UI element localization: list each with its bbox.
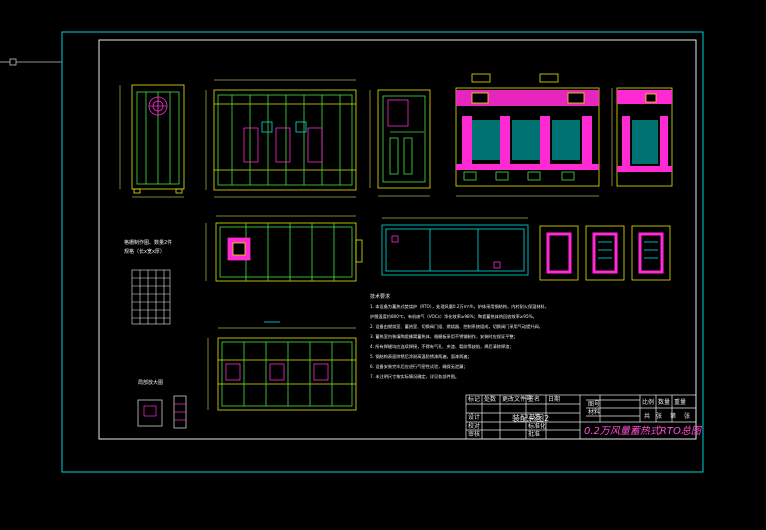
tb-sheets-unit-1: 张: [656, 412, 662, 420]
tb-quantity-label: 数量: [658, 398, 670, 406]
notes-line: 7. 未注明尺寸按实际情况确定，详见各部件图。: [370, 373, 459, 380]
notes-line: 5. 钢结构表面除锈后涂耐高温防锈漆两遍，面漆两遍；: [370, 353, 472, 360]
detail-view-label: 局部放大图: [138, 379, 163, 386]
notes-line: 4. 所有焊缝均应连续焊接，不得有气孔、夹渣、裂纹等缺陷，焊后清除焊渣；: [370, 343, 514, 350]
tb-role-process: 工艺: [528, 413, 540, 421]
tb-header-sign: 签名: [528, 395, 540, 403]
tb-role-approve: 批准: [528, 430, 540, 438]
tb-header-doc: 更改文件号: [502, 395, 532, 403]
plan-view: [205, 215, 363, 282]
notes-line: 2. 设备由燃烧室、蓄热室、切换阀门组、燃烧器、控制系统组成，切换阀门采用气动提…: [370, 323, 543, 330]
left-connector: [0, 58, 62, 66]
notes-line: 炉膛温度约800℃，有机废气（VOCs）净化效率≥98%；陶瓷蓄热体热回收效率≥…: [370, 313, 537, 320]
grid-panel-sublabel: 规格（长x宽x厚）: [124, 248, 165, 255]
grid-panel-label: 格栅制作图、数量2件: [124, 239, 172, 246]
notes-line: 1. 本设备为蓄热式焚烧炉（RTO），处理风量0.2万m³/h，炉体采用钢结构，…: [370, 303, 549, 310]
tb-sheet-current: 第: [670, 412, 676, 420]
tb-material-label: 材料: [588, 408, 600, 416]
tb-sheets-unit-2: 张: [684, 412, 690, 420]
tb-scale-label: 比例: [642, 398, 654, 406]
tb-role-review: 审核: [468, 430, 480, 438]
panel-frames: [539, 225, 671, 281]
notes-block: 1. 本设备为蓄热式焚烧炉（RTO），处理风量0.2万m³/h，炉体采用钢结构，…: [370, 303, 549, 380]
detail-view: [137, 395, 187, 429]
tb-drawing-number-label: 图号: [588, 401, 600, 408]
tb-weight-label: 重量: [674, 398, 686, 406]
top-plan-view: [381, 217, 529, 276]
tb-sheets-total: 共: [644, 412, 650, 420]
drawing-border: [98, 39, 697, 440]
lower-elevation-view: [207, 321, 357, 411]
section-view-large: [455, 73, 600, 197]
section-view-right: [611, 87, 673, 187]
title-block: [465, 394, 697, 440]
tb-header-count: 处数: [484, 395, 496, 403]
tb-header-date: 日期: [548, 395, 560, 403]
sheet-outer-frame: [61, 31, 704, 473]
end-view: [369, 89, 431, 197]
grid-panel-view: [131, 269, 171, 325]
tb-role-standard: 标准化: [528, 422, 546, 430]
tb-sheet-title: 装配总图2: [512, 413, 549, 423]
notes-heading: 技术要求: [370, 293, 390, 300]
tb-role-check: 校对: [468, 422, 480, 430]
tb-header-mark: 标记: [468, 395, 480, 403]
tb-role-design: 设计: [468, 413, 480, 421]
notes-line: 6. 设备安装完毕后应进行气密性试验，确保无泄漏；: [370, 363, 467, 370]
notes-line: 3. 蓄热室内装填陶瓷蜂窝蓄热体，格栅板采用不锈钢制作，安装时应保证平整；: [370, 333, 518, 340]
tb-drawing-name: 0.2万风量蓄热式RTO总图: [584, 425, 703, 437]
side-elevation-view: [205, 79, 357, 198]
front-elevation-view: [119, 84, 185, 198]
